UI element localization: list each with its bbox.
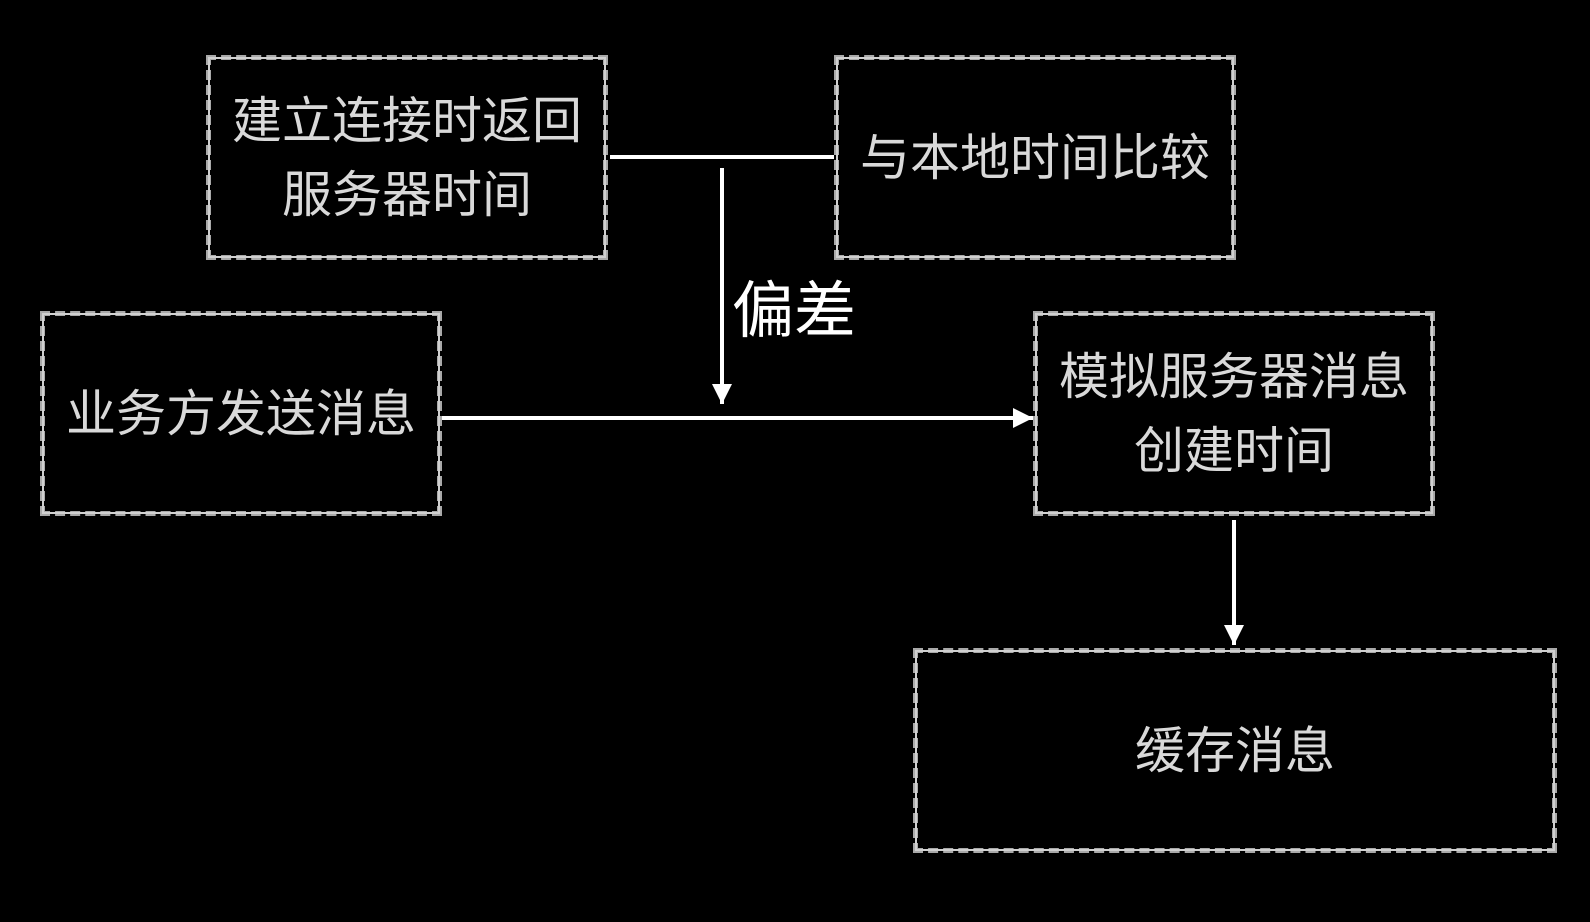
simulate-time-node-line-2: 创建时间 bbox=[1134, 421, 1334, 480]
offset-edge-label: 偏差 bbox=[732, 274, 857, 347]
compare-local-node-label: 与本地时间比较 bbox=[860, 128, 1210, 187]
server-time-node-line-2: 服务器时间 bbox=[282, 165, 532, 224]
cache-message-node: 缓存消息 bbox=[913, 648, 1557, 853]
server-time-node-line-1: 建立连接时返回 bbox=[232, 91, 582, 150]
cache-message-node-label: 缓存消息 bbox=[1135, 721, 1335, 780]
business-send-node: 业务方发送消息 bbox=[40, 311, 442, 516]
server-time-node: 建立连接时返回 服务器时间 bbox=[206, 55, 608, 260]
simulate-time-node-line-1: 模拟服务器消息 bbox=[1059, 347, 1409, 406]
business-send-node-label: 业务方发送消息 bbox=[66, 384, 416, 443]
compare-local-node: 与本地时间比较 bbox=[834, 55, 1236, 260]
simulate-time-node: 模拟服务器消息 创建时间 bbox=[1033, 311, 1435, 516]
